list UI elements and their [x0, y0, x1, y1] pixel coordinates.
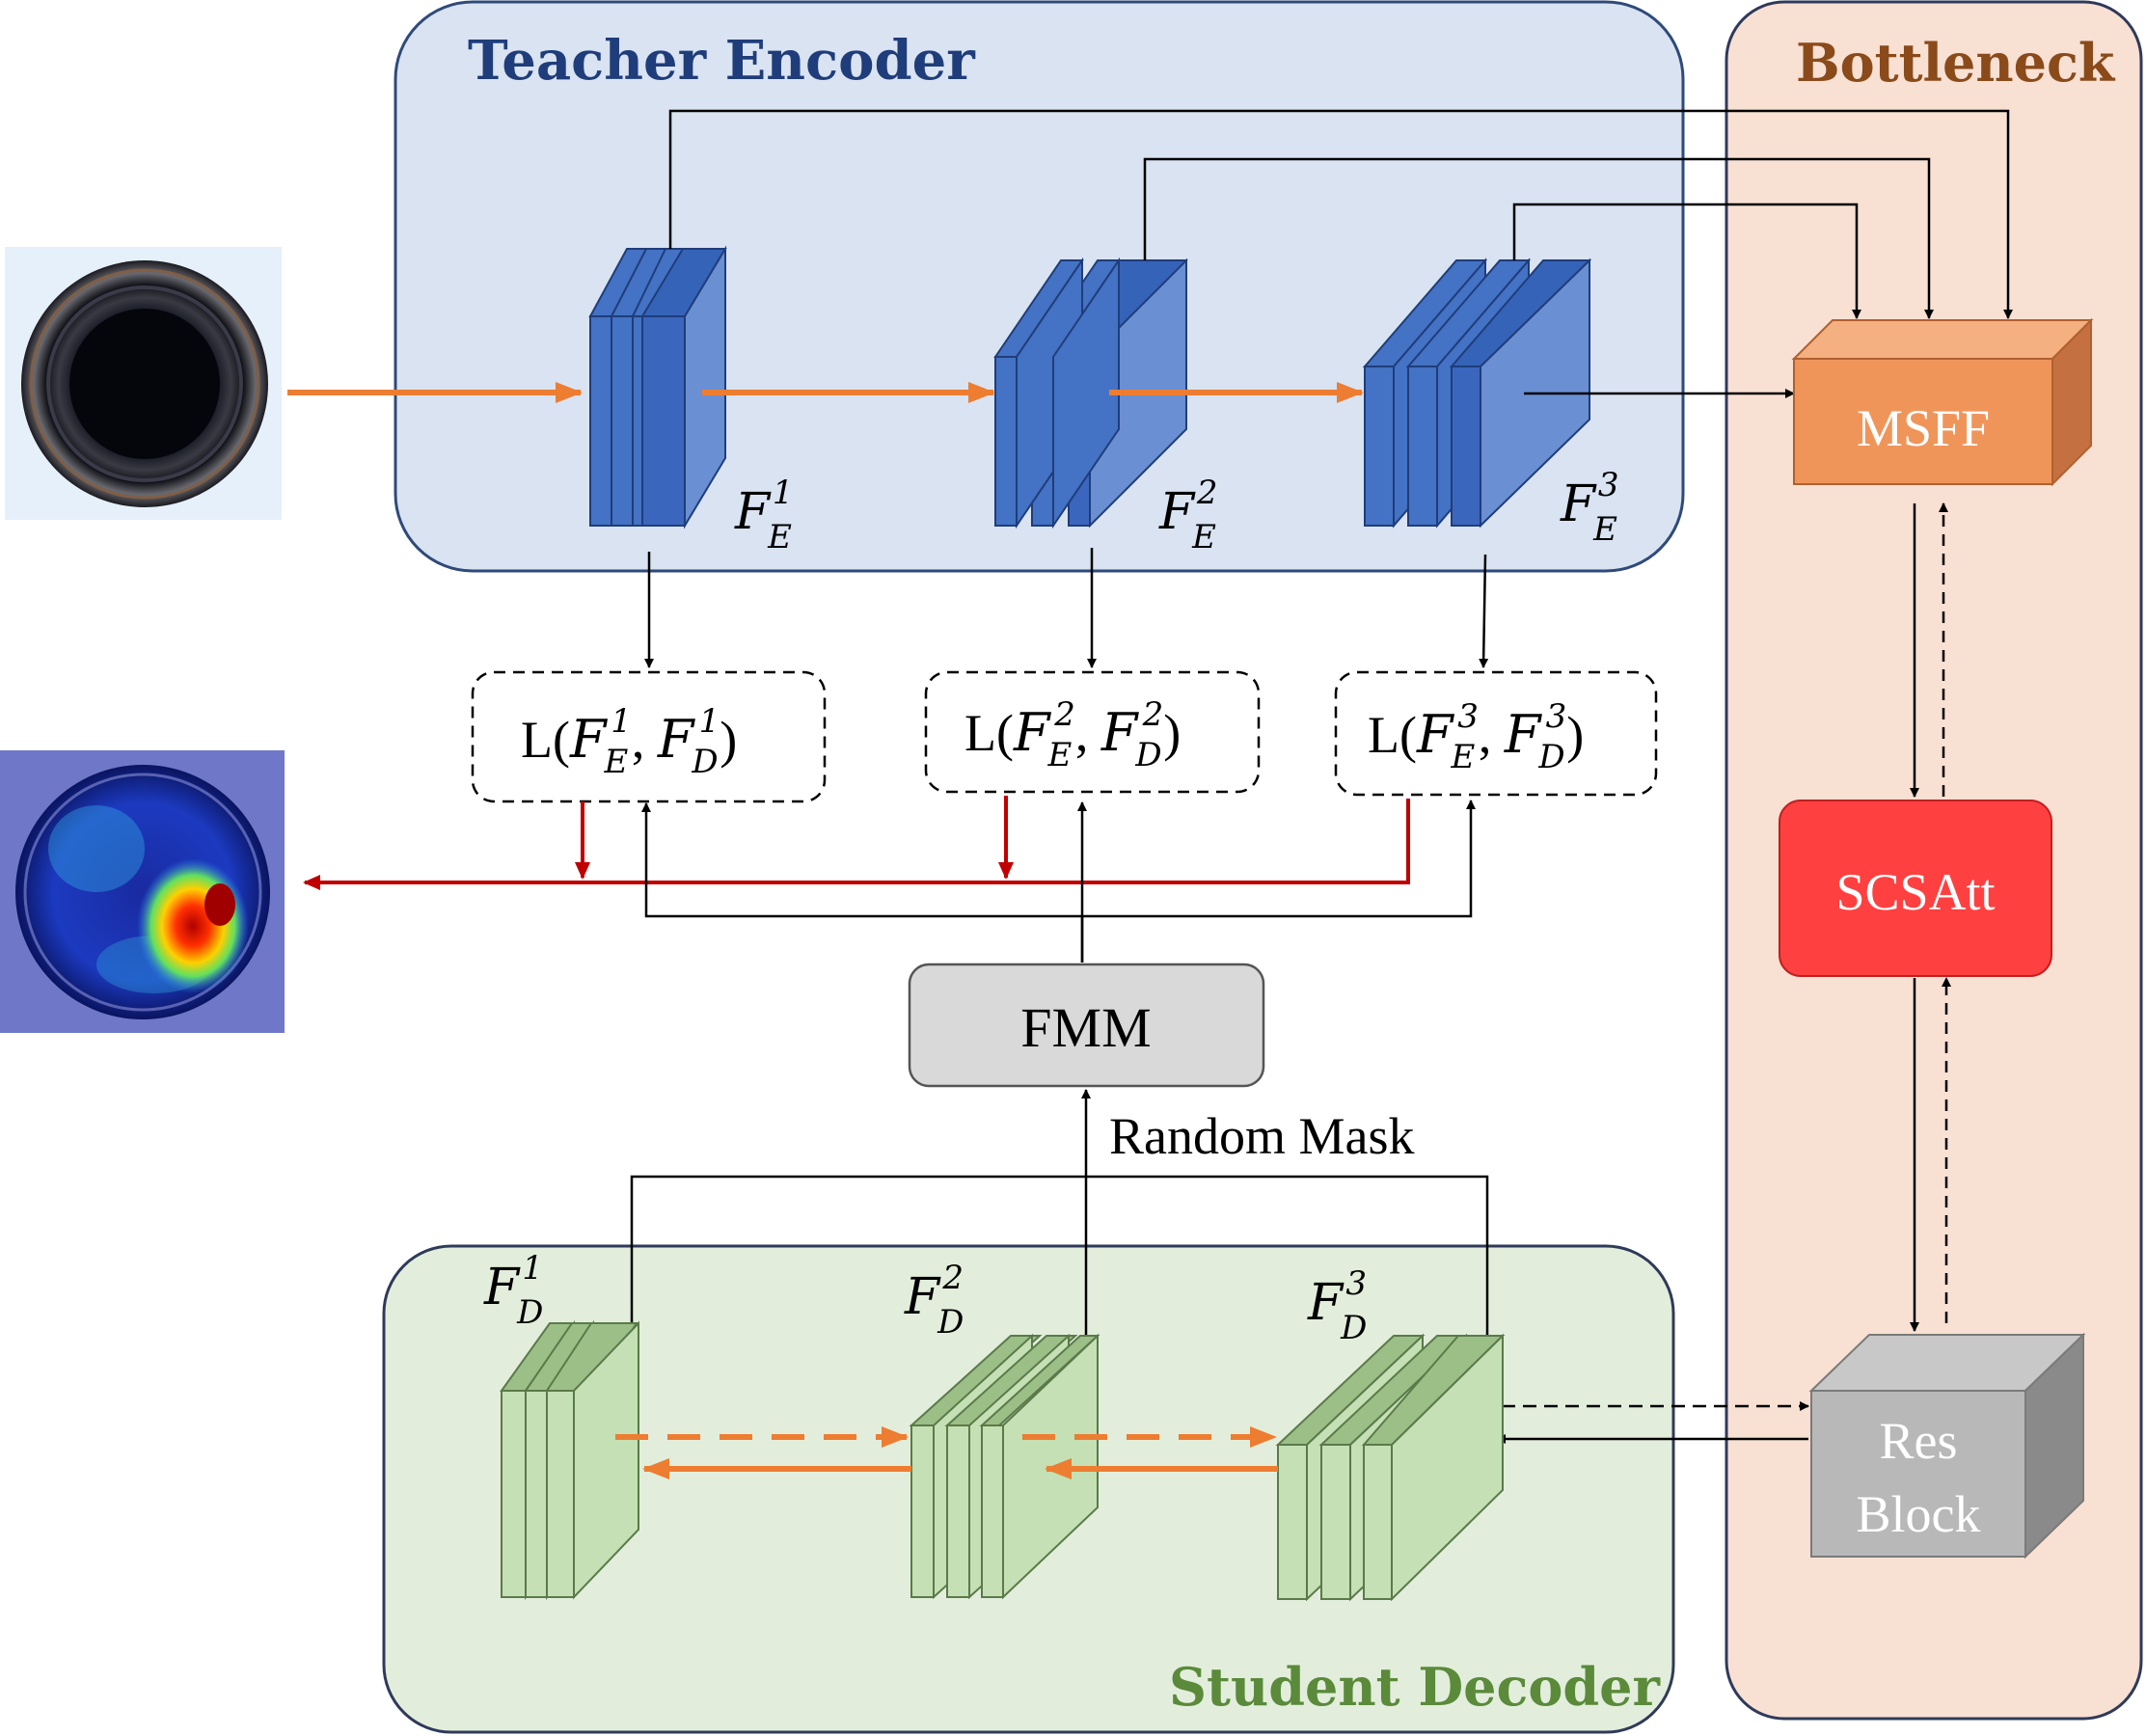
loss-box-1: L(FE1, FD1) — [471, 670, 827, 803]
svg-text:L(FE1, FD1): L(FE1, FD1) — [521, 702, 737, 781]
encoder-feature-1-label: FE1 — [734, 474, 794, 556]
random-mask-label: Random Mask — [1109, 1107, 1415, 1165]
decoder-feature-1-stack — [500, 1319, 639, 1601]
anomaly-heatmap-image — [0, 750, 285, 1033]
fmm-to-loss-connections — [641, 800, 1476, 963]
decoder-feature-3-label: FD3 — [1307, 1264, 1367, 1347]
encoder-feature-3-label: FE3 — [1560, 466, 1619, 549]
decoder-feature-3-stack — [1275, 1333, 1506, 1602]
fmm-block: FMM — [908, 963, 1265, 1088]
scsatt-label: SCSAtt — [1835, 863, 1995, 921]
anomaly-map-arrows — [303, 796, 1410, 890]
encoder-feature-2-label: FE2 — [1158, 474, 1218, 556]
res-block-label-line1: Res — [1880, 1412, 1958, 1470]
svg-text:L(FE2, FD2): L(FE2, FD2) — [964, 695, 1181, 774]
student-decoder-title: Student Decoder — [1169, 1656, 1661, 1718]
msff-scsatt-connections — [1910, 502, 1948, 798]
res-block-label-line2: Block — [1857, 1485, 1981, 1543]
msff-block: MSFF — [1791, 317, 2094, 487]
scsatt-block: SCSAtt — [1779, 800, 2052, 977]
res-block: Res Block — [1808, 1332, 2086, 1560]
encoder-to-loss-arrows — [644, 548, 1489, 668]
decoder-feature-1-label: FD1 — [483, 1249, 543, 1332]
encoder-to-msff-connections — [668, 109, 2013, 398]
encoder-feature-1-stack — [588, 245, 727, 529]
resblock-decoder-connections — [1480, 1401, 1809, 1444]
fmm-label: FMM — [1020, 996, 1151, 1059]
msff-label: MSFF — [1857, 399, 1990, 457]
bottleneck-title: Bottleneck — [1796, 32, 2116, 94]
decoder-orange-arrows — [615, 1426, 1278, 1479]
decoder-feature-2-label: FD2 — [904, 1259, 964, 1342]
teacher-encoder-title: Teacher Encoder — [468, 29, 976, 93]
input-image — [5, 247, 282, 520]
svg-text:L(FE3, FD3): L(FE3, FD3) — [1368, 697, 1584, 776]
decoder-to-fmm-connections — [630, 1089, 1489, 1336]
loss-box-3: L(FE3, FD3) — [1334, 670, 1658, 797]
scsatt-resblock-connections — [1910, 977, 1951, 1332]
loss-box-2: L(FE2, FD2) — [924, 670, 1261, 794]
